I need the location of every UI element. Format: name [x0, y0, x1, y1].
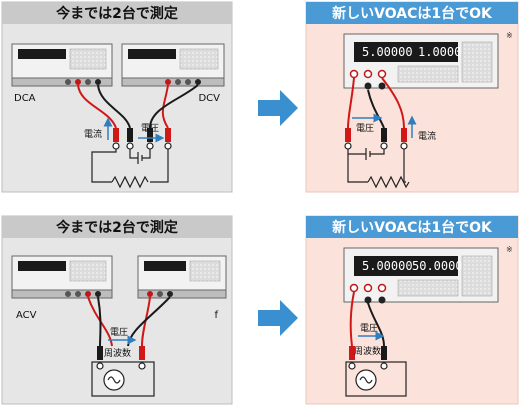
label-current: 電流	[418, 130, 436, 142]
voac-meter: 5.00000 50.0000	[343, 247, 499, 304]
display-right: 50.0000	[412, 259, 463, 273]
panel-new-ac: 新しいVOACは1台でOK ※ 5.00000 50.0000	[305, 215, 519, 405]
meter-label-acv: ACV	[16, 310, 37, 321]
meter-dcv	[121, 43, 225, 87]
voac-meter: 5.00000 1.0000	[343, 33, 499, 90]
note-mark: ※	[506, 245, 513, 254]
ac-circuit	[91, 361, 155, 397]
ac-circuit	[345, 361, 407, 397]
panel-banner	[306, 216, 518, 238]
panel-new-dc: 新しいVOACは1台でOK ※ 5.00000 1.0000	[305, 1, 519, 193]
note-mark: ※	[506, 31, 513, 40]
label-voltage: 電圧	[141, 123, 159, 134]
resistor-icon	[111, 175, 149, 189]
dc-circuit	[91, 142, 172, 189]
panel-title: 新しいVOACは1台でOK	[332, 5, 493, 22]
display-right: 1.0000	[418, 45, 461, 59]
meter-label-dca: DCA	[14, 93, 36, 104]
panel-banner	[2, 2, 232, 24]
right-arrow-icon	[258, 90, 298, 126]
panel-banner	[2, 216, 232, 238]
panel-title: 今までは2台で測定	[55, 219, 178, 236]
panel-title: 新しいVOACは1台でOK	[332, 219, 493, 236]
ac-source-icon	[355, 369, 377, 391]
ac-source-icon	[103, 369, 125, 391]
meter-label-f: f	[214, 310, 218, 321]
meter-acv	[11, 255, 113, 299]
panel-title: 今までは2台で測定	[55, 5, 178, 22]
meter-frequency	[137, 255, 227, 299]
dc-circuit	[344, 142, 410, 189]
panel-banner	[306, 2, 518, 24]
label-frequency: 周波数	[354, 345, 381, 357]
panel-old-dc: 今までは2台で測定 DCA DCV	[1, 1, 233, 193]
label-voltage: 電圧	[356, 123, 374, 134]
label-frequency: 周波数	[104, 347, 131, 359]
label-voltage: 電圧	[110, 327, 128, 338]
meter-label-dcv: DCV	[198, 93, 220, 104]
label-current: 電流	[84, 128, 102, 140]
display-left: 5.00000	[362, 259, 413, 273]
panel-old-ac: 今までは2台で測定 ACV f	[1, 215, 233, 405]
label-voltage: 電圧	[360, 323, 378, 334]
meter-dca	[11, 43, 113, 87]
display-left: 5.00000	[362, 45, 413, 59]
right-arrow-icon	[258, 300, 298, 336]
resistor-icon	[367, 175, 410, 189]
